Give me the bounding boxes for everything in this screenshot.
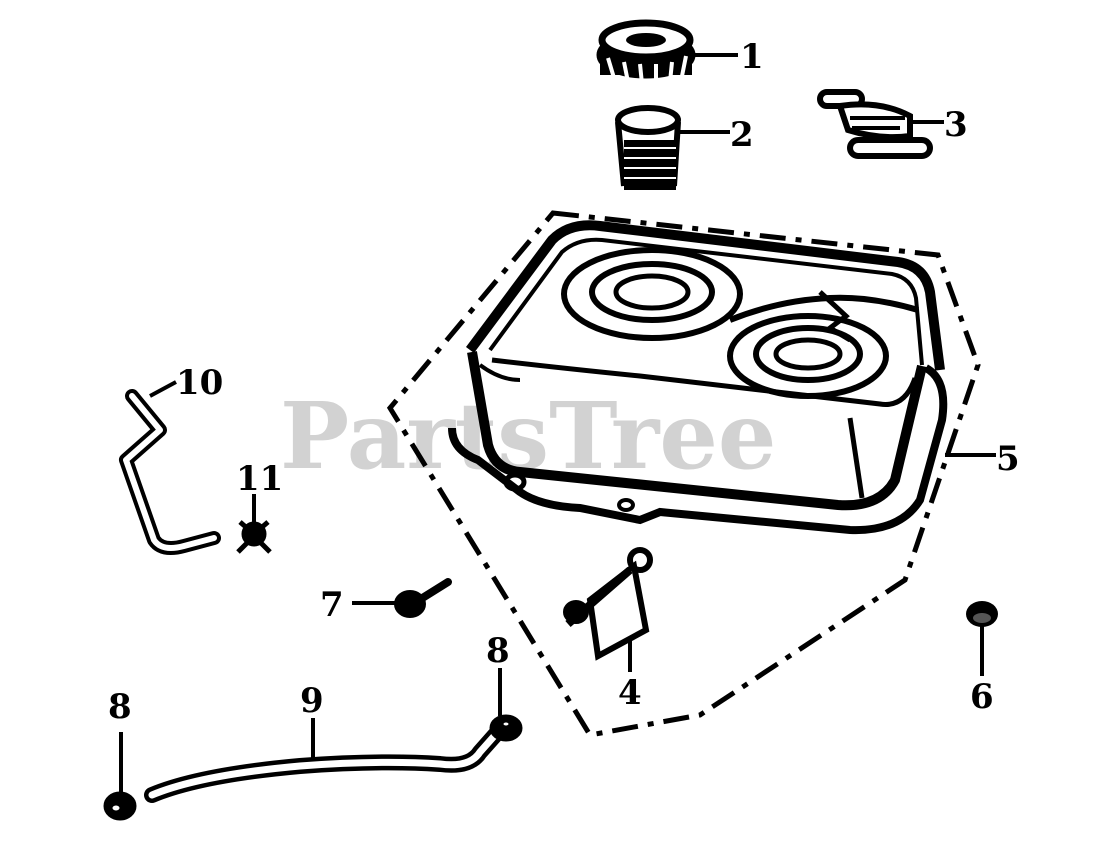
shutoff-valve-part-4[interactable] [563, 547, 653, 661]
tank-assembly-outline [386, 210, 981, 738]
callout-8-left: 8 [108, 687, 132, 727]
fuel-valve-part[interactable] [817, 89, 933, 159]
callout-9: 9 [300, 681, 324, 721]
callout-1: 1 [740, 37, 764, 77]
callout-3: 3 [944, 105, 968, 145]
callout-11: 11 [236, 459, 283, 499]
callout-5: 5 [996, 439, 1020, 479]
vent-tube-highlight [123, 393, 217, 551]
hose-clip-part-11[interactable] [236, 520, 272, 554]
fuel-cap-part[interactable] [596, 19, 696, 85]
callout-6: 6 [970, 677, 994, 717]
fuel-tank-part[interactable] [448, 220, 948, 535]
callout-2: 2 [730, 115, 754, 155]
grommet-part-6[interactable] [966, 601, 998, 627]
vent-tube-part[interactable] [119, 389, 221, 555]
fuel-strainer-part[interactable] [615, 105, 681, 190]
leader-line-10 [149, 380, 177, 398]
fuel-line-highlight [148, 730, 500, 799]
callout-4: 4 [618, 673, 642, 713]
bolt-part-7[interactable] [394, 578, 452, 618]
callout-10: 10 [176, 363, 223, 403]
callout-8-right: 8 [486, 631, 510, 671]
callout-7: 7 [320, 585, 344, 625]
hose-clamp-right-part-8[interactable] [489, 714, 523, 742]
hose-clamp-left-part-8[interactable] [103, 791, 137, 821]
